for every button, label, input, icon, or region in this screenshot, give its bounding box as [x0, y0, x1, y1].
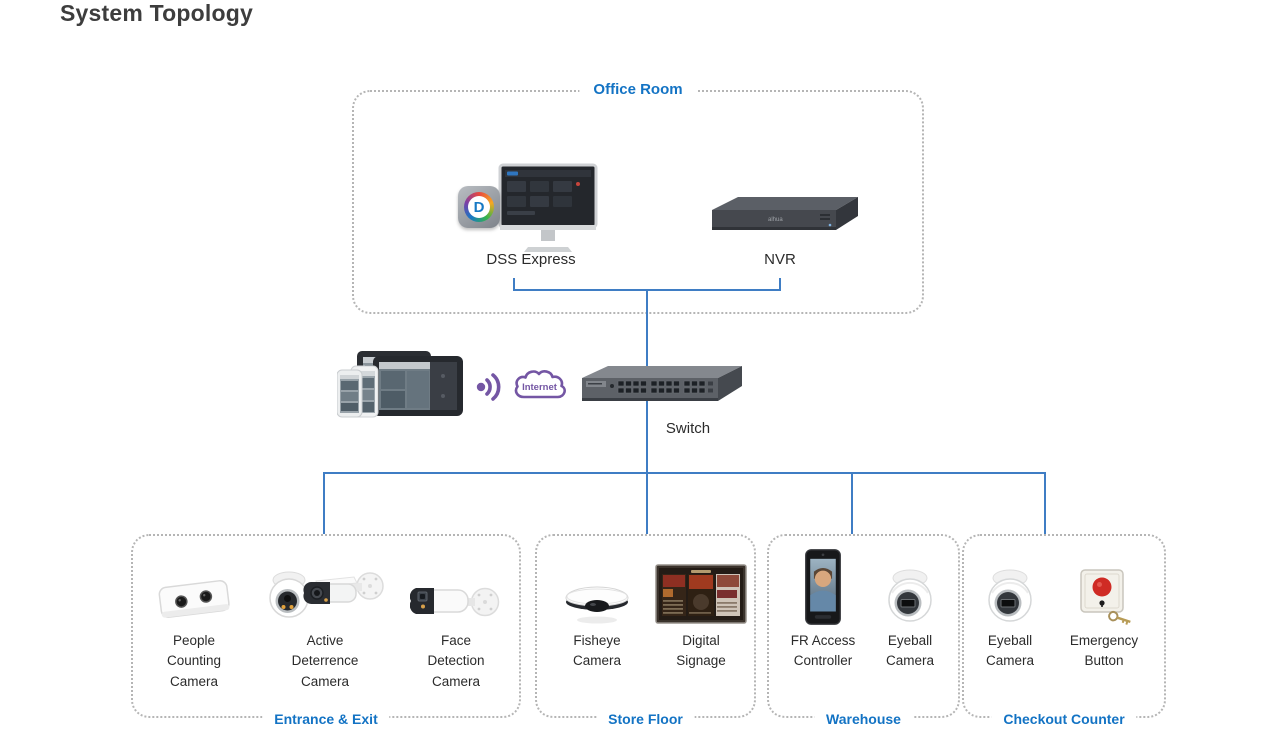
face-detection-camera-icon — [410, 587, 500, 617]
device-label: FR Access Controller — [790, 633, 856, 669]
fisheye-camera-icon — [565, 586, 629, 624]
internet-cloud-icon: Internet — [514, 370, 566, 399]
eyeball-camera-icon — [888, 569, 932, 622]
device-label: People Counting Camera — [166, 633, 222, 689]
nvr-label: NVR — [764, 251, 796, 268]
fr-access-controller: FR Access Controller — [768, 548, 878, 672]
people-counting-camera-icon — [158, 580, 230, 618]
zone-checkout-counter: Checkout Counter — [962, 534, 1166, 727]
device-label: Digital Signage — [676, 633, 726, 669]
connector-bus-horizontal — [323, 472, 1046, 474]
connector-drop-warehouse — [851, 472, 853, 534]
nvr-device: alhua — [702, 190, 860, 245]
zone-office-room-label: Office Room — [579, 81, 697, 98]
zone-store-floor: Store Floor — [535, 534, 756, 727]
device-label: Emergency Button — [1069, 633, 1139, 669]
nvr-icon: alhua — [712, 197, 858, 230]
switch-device — [576, 360, 746, 417]
face-detection-camera: Face Detection Camera — [401, 548, 511, 692]
fisheye-camera: Fisheye Camera — [542, 548, 652, 672]
zone-entrance-exit-label: Entrance & Exit — [262, 711, 390, 727]
digital-signage: Digital Signage — [646, 548, 756, 672]
digital-signage-icon — [655, 564, 747, 624]
device-label: Face Detection Camera — [427, 633, 485, 689]
internet-cloud: Internet — [511, 367, 569, 410]
zone-warehouse-label: Warehouse — [814, 711, 913, 727]
page-title: System Topology — [60, 0, 253, 26]
emergency-button-icon — [1080, 569, 1131, 625]
wifi-signal — [474, 370, 510, 409]
eyeball-camera-icon — [988, 569, 1032, 622]
zone-store-floor-label: Store Floor — [596, 711, 695, 727]
device-label: Eyeball Camera — [985, 633, 1034, 669]
connector-bracket-right-tick — [779, 278, 781, 291]
eyeball-camera-checkout: Eyeball Camera — [955, 548, 1065, 672]
device-label: Eyeball Camera — [885, 633, 934, 669]
device-label: Active Deterrence Camera — [291, 633, 359, 689]
internet-label: Internet — [522, 382, 558, 393]
dss-express-device: D — [452, 160, 612, 252]
wifi-icon — [476, 373, 501, 401]
active-deterrence-camera-icon — [269, 571, 384, 618]
client-devices — [336, 350, 465, 423]
switch-icon — [582, 366, 742, 401]
svg-text:alhua: alhua — [768, 217, 783, 223]
zone-office-room: Office Room — [352, 81, 924, 314]
connector-drop-entrance — [323, 472, 325, 534]
emergency-button: Emergency Button — [1049, 548, 1159, 672]
zone-checkout-counter-label: Checkout Counter — [991, 711, 1137, 727]
connector-bracket-left-tick — [513, 278, 515, 291]
zone-warehouse: Warehouse — [767, 534, 960, 727]
active-deterrence-camera: Active Deterrence Camera — [269, 548, 384, 692]
eyeball-camera-warehouse: Eyeball Camera — [855, 548, 965, 672]
zone-entrance-exit: Entrance & Exit — [131, 534, 521, 727]
connector-drop-storefloor — [646, 472, 648, 534]
people-counting-camera: People Counting Camera — [139, 548, 249, 692]
switch-label: Switch — [665, 420, 711, 437]
dss-app-icon: D — [458, 186, 500, 228]
dss-express-label: DSS Express — [486, 251, 576, 268]
mobile-devices-icon — [336, 351, 463, 418]
monitor-icon — [494, 163, 602, 258]
connector-drop-checkout — [1044, 472, 1046, 534]
fr-access-controller-icon — [805, 549, 841, 625]
device-label: Fisheye Camera — [572, 633, 621, 669]
